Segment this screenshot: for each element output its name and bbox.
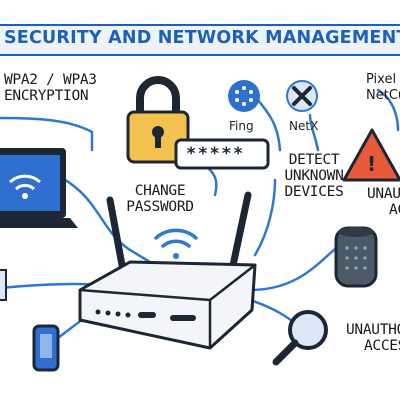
change-password-label: CHANGE PASSWORD [112,183,208,215]
encryption-line-1: WPA2 / WPA3 [4,72,97,88]
encryption-label: WPA2 / WPA3 ENCRYPTION [4,72,97,104]
unauthorized-access-label: UNAUTHORIZED ACCESS [346,322,400,354]
unauthorized-access-line-2: ACCESS [364,338,400,354]
detect-devices-line-3: DEVICES [284,184,344,200]
device-icon [0,269,7,301]
smart-speaker-icon [334,226,378,288]
title-banner: SECURITY AND NETWORK MANAGEMENT [0,24,400,56]
unauthorized-access-line-1: UNAUTHORIZED [346,322,400,338]
password-field-box [174,138,270,170]
magnifying-glass-icon [272,310,328,366]
exclamation-icon: ! [367,152,377,176]
page-title: SECURITY AND NETWORK MANAGEMENT [4,28,400,48]
router-icon [78,191,257,350]
pixel-netcut-label: Pixel NetCut [366,72,400,104]
pixel-netcut-line-1: Pixel [366,72,397,87]
wifi-icon [154,228,198,259]
change-password-line-1: CHANGE [134,183,186,199]
encryption-line-2: ENCRYPTION [4,88,89,104]
warning-triangle-icon [342,128,400,182]
fing-label: Fing [229,119,254,133]
padlock-icon [126,76,190,164]
phone-icon [32,324,60,372]
unauthorized-alert-line-2: ACCESS [389,202,400,218]
fing-app-icon [228,80,260,112]
netx-label: NetX [289,119,319,133]
detect-devices-line-1: DETECT [288,152,340,168]
detect-devices-line-2: UNKNOWN [284,168,344,184]
unauthorized-alert-line-1: UNAUTHORIZED [367,186,400,202]
password-mask: ***** [186,144,245,164]
detect-devices-label: DETECT UNKNOWN DEVICES [262,152,366,200]
pixel-netcut-line-2: NetCut [366,88,400,103]
laptop-icon [0,148,78,228]
netx-app-icon [286,80,318,112]
unauthorized-alert-label: UNAUTHORIZED ACCESS [367,186,400,218]
change-password-line-2: PASSWORD [126,199,194,215]
